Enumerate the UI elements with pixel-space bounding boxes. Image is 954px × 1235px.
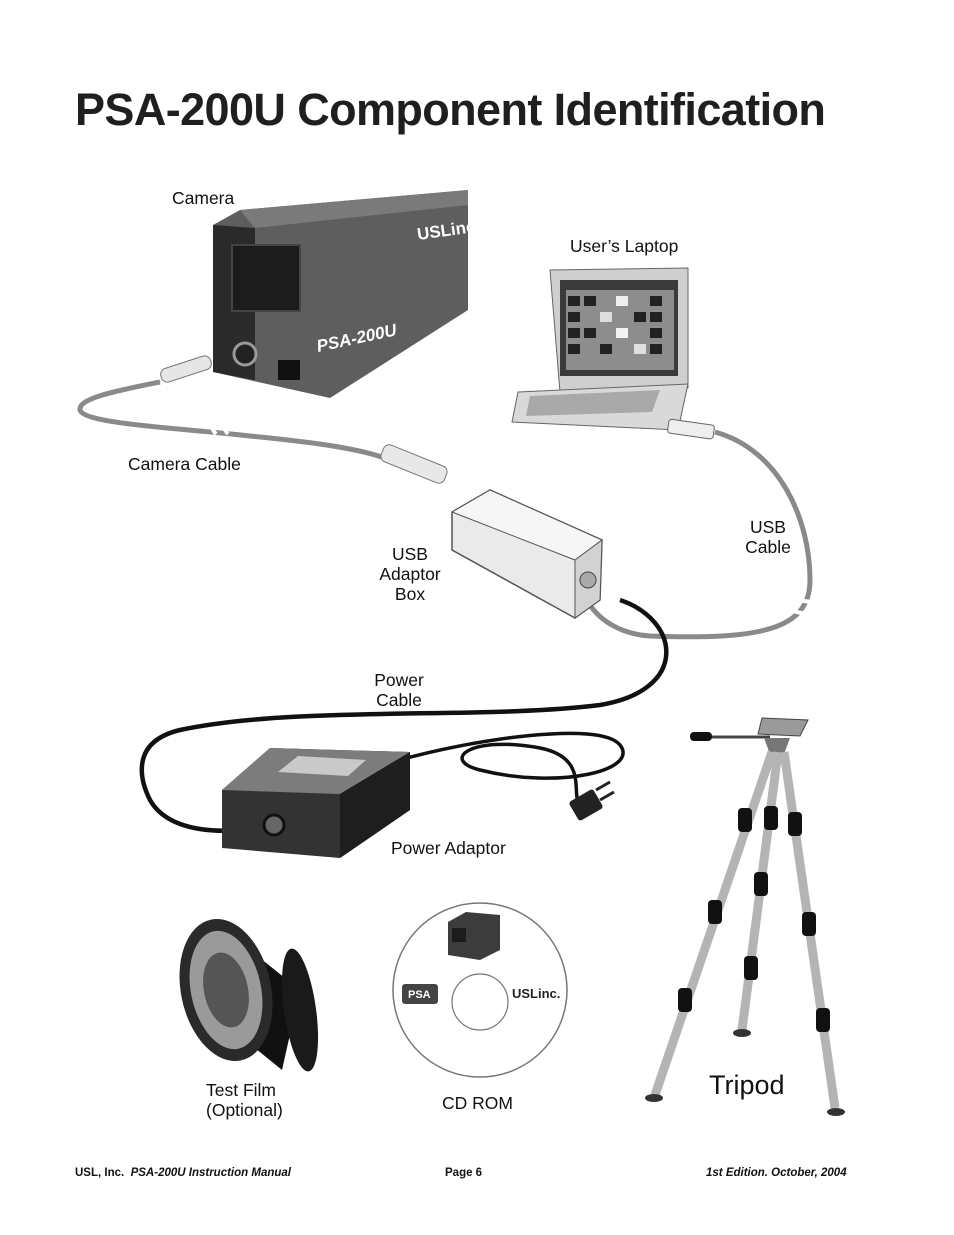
label-usb-adaptor-line2: Adaptor <box>379 564 441 584</box>
power-cable <box>139 597 669 833</box>
label-usb-cable-line1: USB <box>750 517 786 537</box>
power-cord <box>399 731 625 807</box>
power-plug <box>569 780 615 821</box>
label-cd-rom: CD ROM <box>442 1093 513 1113</box>
label-test-film-line2: (Optional) <box>206 1100 283 1120</box>
label-usb-adaptor-line3: Box <box>394 584 426 604</box>
usb-cable <box>587 429 813 640</box>
camera-cable-break <box>205 402 230 436</box>
label-power-cable-line1: Power <box>374 670 424 690</box>
label-usb-cable-line2: Cable <box>745 537 791 557</box>
label-power-cable: Power Cable <box>364 670 434 710</box>
camera-device: USLinc. PSA-200U <box>160 190 481 398</box>
label-users-laptop: User’s Laptop <box>570 236 679 256</box>
page-title: PSA-200U Component Identification <box>75 84 826 135</box>
laptop-device <box>511 267 689 431</box>
footer-edition-text: 1st Edition. October, 2004 <box>706 1167 847 1179</box>
usb-adaptor-box <box>380 444 603 619</box>
cd-rom-disc: PSA USLinc. <box>392 902 568 1078</box>
label-power-adaptor: Power Adaptor <box>391 838 506 858</box>
cd-brand-mark: USLinc. <box>512 986 560 1001</box>
label-camera-cable: Camera Cable <box>128 454 241 474</box>
camera-cable <box>77 379 391 463</box>
label-power-cable-line2: Cable <box>376 690 422 710</box>
test-film-roll <box>179 918 319 1072</box>
footer-page: Page 6 <box>445 1167 483 1179</box>
label-test-film: Test Film (Optional) <box>206 1080 283 1120</box>
label-test-film-line1: Test Film <box>206 1080 276 1100</box>
power-adaptor-device <box>222 748 410 858</box>
footer-manual: PSA-200U Instruction Manual <box>130 1167 291 1179</box>
footer-left: USL, Inc. PSA-200U Instruction Manual <box>75 1167 291 1179</box>
label-usb-adaptor-box: USB Adaptor Box <box>370 544 450 604</box>
tripod-device <box>645 717 845 1116</box>
footer-company: USL, Inc. <box>75 1167 125 1179</box>
label-usb-cable: USB Cable <box>738 517 798 557</box>
usb-cable-break <box>786 594 824 622</box>
usb-plug <box>667 418 715 440</box>
label-usb-adaptor-line1: USB <box>392 544 428 564</box>
cd-psa-logo: PSA <box>408 989 431 1001</box>
label-camera: Camera <box>172 188 235 208</box>
footer-edition: 1st Edition. October, 2004 <box>706 1167 847 1179</box>
label-tripod: Tripod <box>709 1070 785 1100</box>
